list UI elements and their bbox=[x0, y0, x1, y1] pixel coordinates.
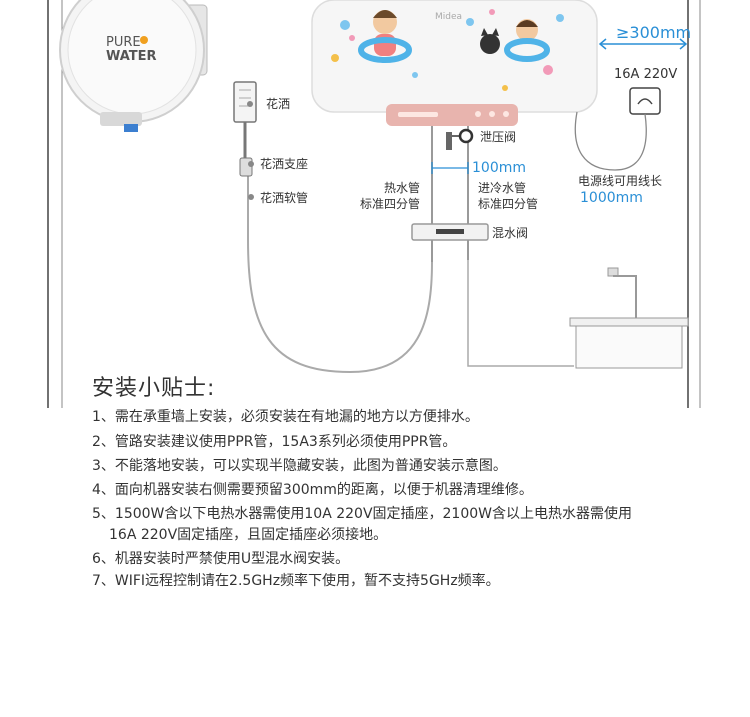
shower-hose-label: 花洒软管 bbox=[260, 191, 309, 205]
tip-item: 7、WIFI远程控制请在2.5GHz频率下使用，暂不支持5GHz频率。 bbox=[92, 573, 500, 589]
shower-head-shape bbox=[233, 81, 257, 200]
tip-item-continuation: 16A 220V固定插座，且固定插座必须接地。 bbox=[109, 527, 388, 543]
shower-hose bbox=[247, 175, 433, 374]
cold-pipe-label-line2: 标准四分管 bbox=[478, 197, 539, 211]
tip-item: 4、面向机器安装右侧需要预留300mm的距离，以便于机器清理维修。 bbox=[92, 482, 533, 498]
tips-title: 安装小贴士: bbox=[92, 376, 216, 401]
shower-holder-label: 花洒支座 bbox=[260, 157, 309, 171]
clearance-dimension bbox=[598, 38, 688, 50]
cold-supply-line bbox=[467, 260, 574, 367]
mixing-valve-shape bbox=[411, 223, 489, 262]
tip-item: 2、管路安装建议使用PPR管，15A3系列必须使用PPR管。 bbox=[92, 434, 457, 450]
cold-pipe-label-line1: 进冷水管 bbox=[478, 181, 527, 195]
sink-counter bbox=[569, 267, 689, 369]
pipe-spacing-dimension bbox=[431, 162, 469, 174]
purifier-brand-top: PURE bbox=[106, 35, 141, 50]
pipe-spacing-label: 100mm bbox=[472, 160, 526, 176]
relief-valve-label: 泄压阀 bbox=[480, 130, 517, 144]
hot-pipe-label-line1: 热水管 bbox=[384, 181, 421, 195]
shower-head-label: 花洒 bbox=[266, 97, 291, 111]
cable-length-label: 1000mm bbox=[580, 190, 643, 206]
wall-outlet bbox=[629, 87, 661, 115]
clearance-label: ≥300mm bbox=[616, 23, 692, 42]
power-cable bbox=[574, 111, 647, 171]
water-heater bbox=[311, 0, 598, 126]
cable-label: 电源线可用线长 bbox=[578, 174, 663, 188]
purifier-brand-bottom: WATER bbox=[106, 49, 157, 64]
tip-item: 3、不能落地安装，可以实现半隐藏安装，此图为普通安装示意图。 bbox=[92, 458, 507, 474]
water-purifier bbox=[59, 0, 208, 132]
outlet-rating-label: 16A 220V bbox=[614, 67, 678, 82]
relief-valve bbox=[446, 128, 474, 150]
heater-brand: Midea bbox=[435, 12, 463, 22]
tip-item: 1、需在承重墙上安装，必须安装在有地漏的地方以方便排水。 bbox=[92, 409, 479, 425]
mixing-valve-label: 混水阀 bbox=[492, 226, 529, 240]
heater-pipes bbox=[431, 126, 469, 230]
hot-pipe-label-line2: 标准四分管 bbox=[360, 197, 421, 211]
tip-item: 6、机器安装时严禁使用U型混水阀安装。 bbox=[92, 551, 350, 567]
tip-item: 5、1500W含以下电热水器需使用10A 220V固定插座，2100W含以上电热… bbox=[92, 506, 632, 522]
